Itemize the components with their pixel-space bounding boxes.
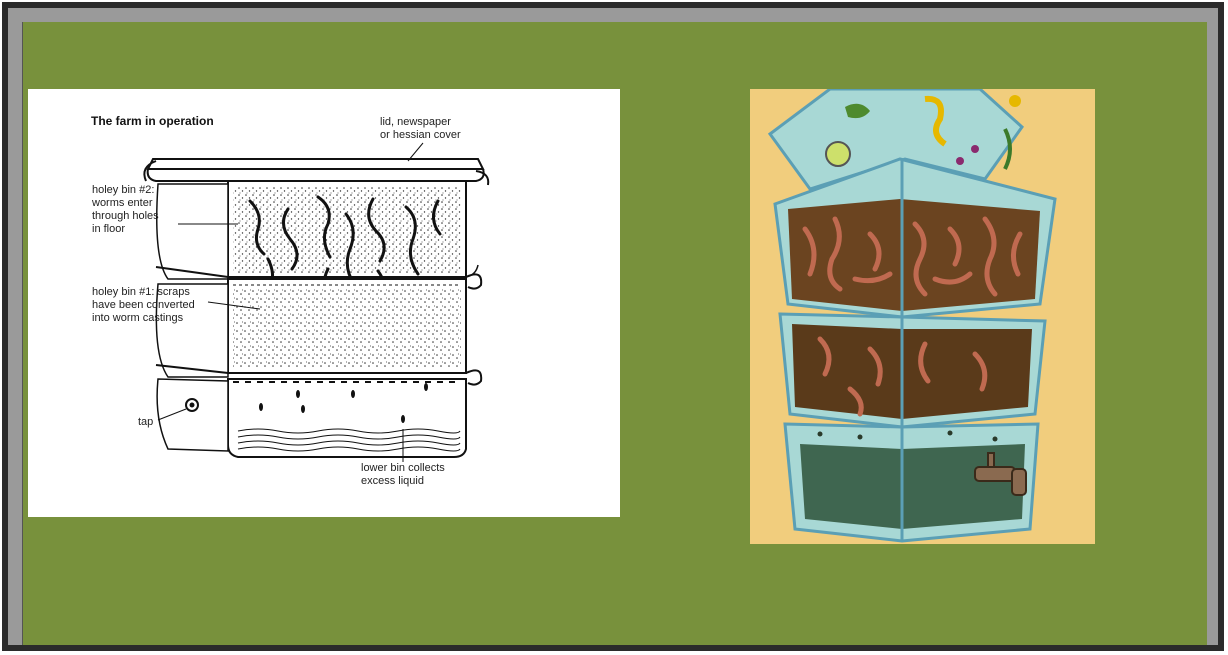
label-bin1-line3: into worm castings xyxy=(92,312,184,324)
holey-bin-1 xyxy=(156,267,481,377)
worm-bin-lower xyxy=(780,314,1045,427)
label-bin1-line1: holey bin #1: scraps xyxy=(92,286,190,298)
label-lower-line1: lower bin collects xyxy=(361,462,445,474)
worm-farm-illustration xyxy=(750,89,1095,544)
label-bin1-line2: have been converted xyxy=(92,299,195,311)
lower-bin xyxy=(156,365,481,457)
label-bin2-line1: holey bin #2: xyxy=(92,184,154,196)
label-tap: tap xyxy=(138,416,153,428)
tap-icon xyxy=(186,399,198,411)
label-bin2-line2: worms enter xyxy=(91,197,153,209)
label-bin2-line4: in floor xyxy=(92,223,125,235)
label-lower-line2: excess liquid xyxy=(361,475,424,487)
diagram-title: The farm in operation xyxy=(91,114,214,128)
liquid-bin xyxy=(785,424,1038,541)
label-lid-line1: lid, newspaper xyxy=(380,116,451,128)
label-bin2-line3: through holes xyxy=(92,210,159,222)
worm-farm-line-diagram: The farm in operation xyxy=(28,89,620,517)
label-lid-line2: or hessian cover xyxy=(380,129,461,141)
